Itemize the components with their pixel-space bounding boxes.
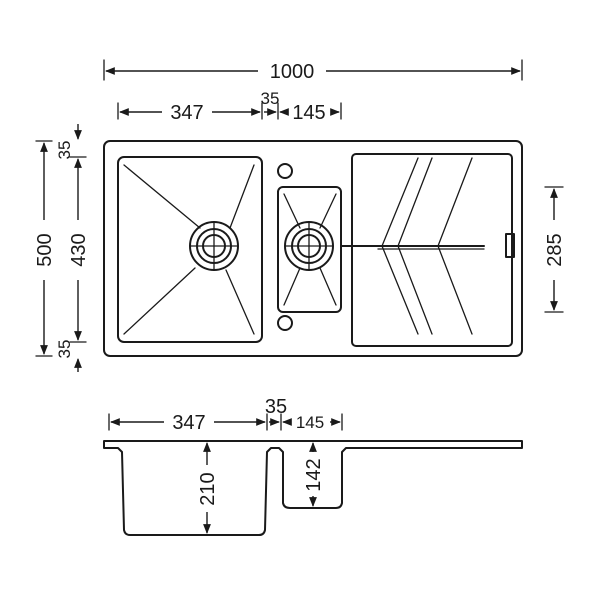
left-bowl-width-label: 347 <box>170 102 203 124</box>
bottom-margin-label: 35 <box>55 340 74 359</box>
section-view <box>103 440 523 536</box>
tap-hole-bottom <box>277 315 293 331</box>
left-bowl <box>117 156 263 343</box>
section-right-width-label: 145 <box>296 413 324 432</box>
plan-dimensions: 1000 347 35 145 500 430 35 35 <box>34 59 566 372</box>
section-dimensions: 347 35 145 210 142 <box>108 396 343 534</box>
plan-view <box>103 140 523 357</box>
sink-outline <box>103 140 523 357</box>
section-left-depth-label: 210 <box>197 472 219 505</box>
drainer-grooves <box>341 153 515 347</box>
gap-label: 35 <box>261 89 280 108</box>
top-margin-label: 35 <box>55 141 74 160</box>
left-drain-icon <box>189 221 239 271</box>
section-left-width-label: 347 <box>172 412 205 434</box>
tap-hole-top <box>277 163 293 179</box>
section-gap-label: 35 <box>265 396 287 418</box>
small-bowl <box>277 186 342 313</box>
inner-depth-label: 430 <box>68 233 90 266</box>
right-bowl-width-label: 145 <box>292 102 325 124</box>
overall-width-label: 1000 <box>270 61 315 83</box>
small-bowl-depth-label: 285 <box>544 233 566 266</box>
section-right-depth-label: 142 <box>303 458 325 491</box>
overall-depth-label: 500 <box>34 233 56 266</box>
small-drain-icon <box>284 221 334 271</box>
overflow-slot <box>505 233 515 258</box>
